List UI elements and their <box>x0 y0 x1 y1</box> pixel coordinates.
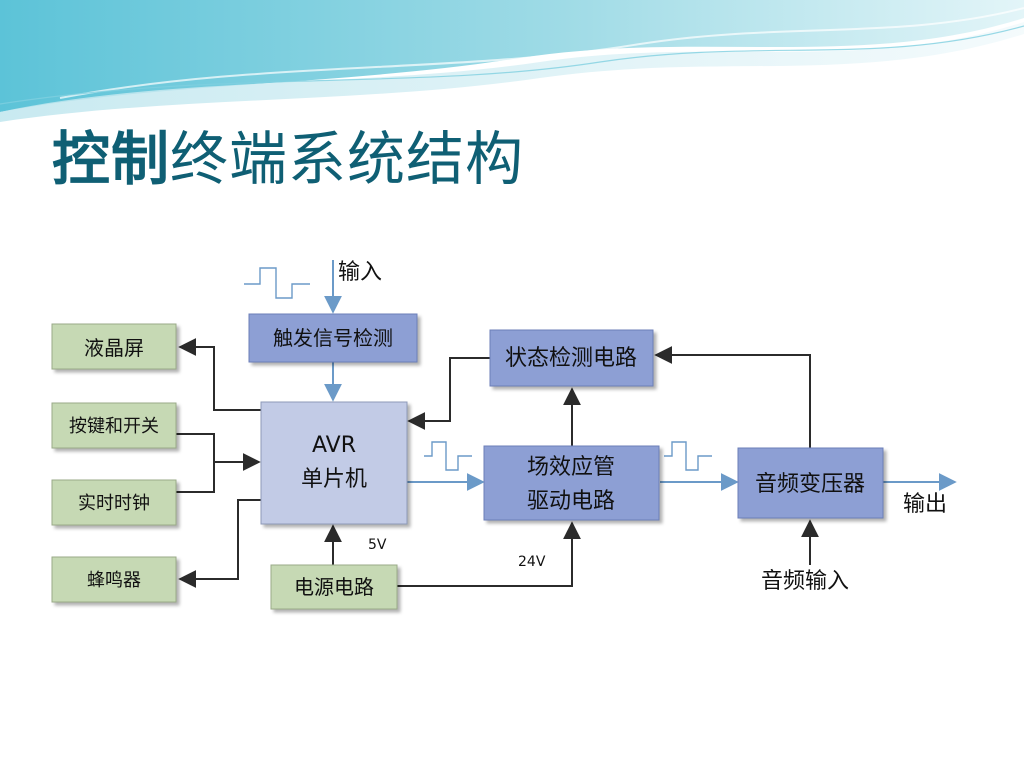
arrow-avr-to-buzzer <box>178 499 261 588</box>
arrow-power-to-fet <box>397 521 581 587</box>
arrow-status-to-avr <box>407 357 490 430</box>
line-keys-to-bus <box>176 433 215 462</box>
pulse-icon-avr-out <box>424 441 472 471</box>
block-transformer-label: 音频变压器 <box>755 472 865 497</box>
label-input: 输入 <box>338 260 382 285</box>
block-rtc-label: 实时时钟 <box>78 493 150 514</box>
pulse-icon-input <box>244 267 310 299</box>
control-connections <box>176 338 819 588</box>
block-power-label: 电源电路 <box>294 575 374 599</box>
block-trigger-detection: 触发信号检测 <box>248 313 418 363</box>
page-title: 控制终端系统结构 <box>52 112 524 196</box>
block-trigger-label: 触发信号检测 <box>273 326 393 350</box>
page-title-rest: 终端系统结构 <box>170 125 525 193</box>
block-power-circuit: 电源电路 <box>270 564 398 610</box>
block-avr-line2: 单片机 <box>301 467 367 492</box>
pulse-icon-fet-out <box>664 441 712 471</box>
block-rtc: 实时时钟 <box>51 479 177 526</box>
block-buzzer-label: 蜂鸣器 <box>87 570 141 591</box>
block-status-detection: 状态检测电路 <box>489 329 654 387</box>
label-5v: 5V <box>368 537 387 553</box>
header-wave <box>0 0 1024 122</box>
block-avr-mcu: AVR 单片机 <box>260 401 408 525</box>
block-fet-line2: 驱动电路 <box>527 489 615 514</box>
arrow-avr-to-lcd <box>178 338 261 411</box>
block-buzzer: 蜂鸣器 <box>51 556 177 603</box>
block-lcd-label: 液晶屏 <box>84 336 144 360</box>
page-title-bold: 控制 <box>52 125 171 193</box>
arrow-transformer-to-status <box>654 346 811 448</box>
signal-connections <box>324 260 957 491</box>
line-rtc-to-bus <box>176 462 215 493</box>
block-fet-line1: 场效应管 <box>527 455 615 480</box>
block-audio-transformer: 音频变压器 <box>737 447 884 519</box>
block-keys-label: 按键和开关 <box>69 416 159 437</box>
label-24v: 24V <box>518 554 546 570</box>
block-avr-line1: AVR <box>312 433 356 458</box>
label-output: 输出 <box>903 492 947 517</box>
block-lcd: 液晶屏 <box>51 323 177 370</box>
block-status-label: 状态检测电路 <box>505 346 637 371</box>
pulse-wave-icons <box>244 267 712 471</box>
label-audio-input: 音频输入 <box>761 569 849 594</box>
block-fet-driver: 场效应管 驱动电路 <box>483 445 660 521</box>
block-keys-switches: 按键和开关 <box>51 402 177 449</box>
